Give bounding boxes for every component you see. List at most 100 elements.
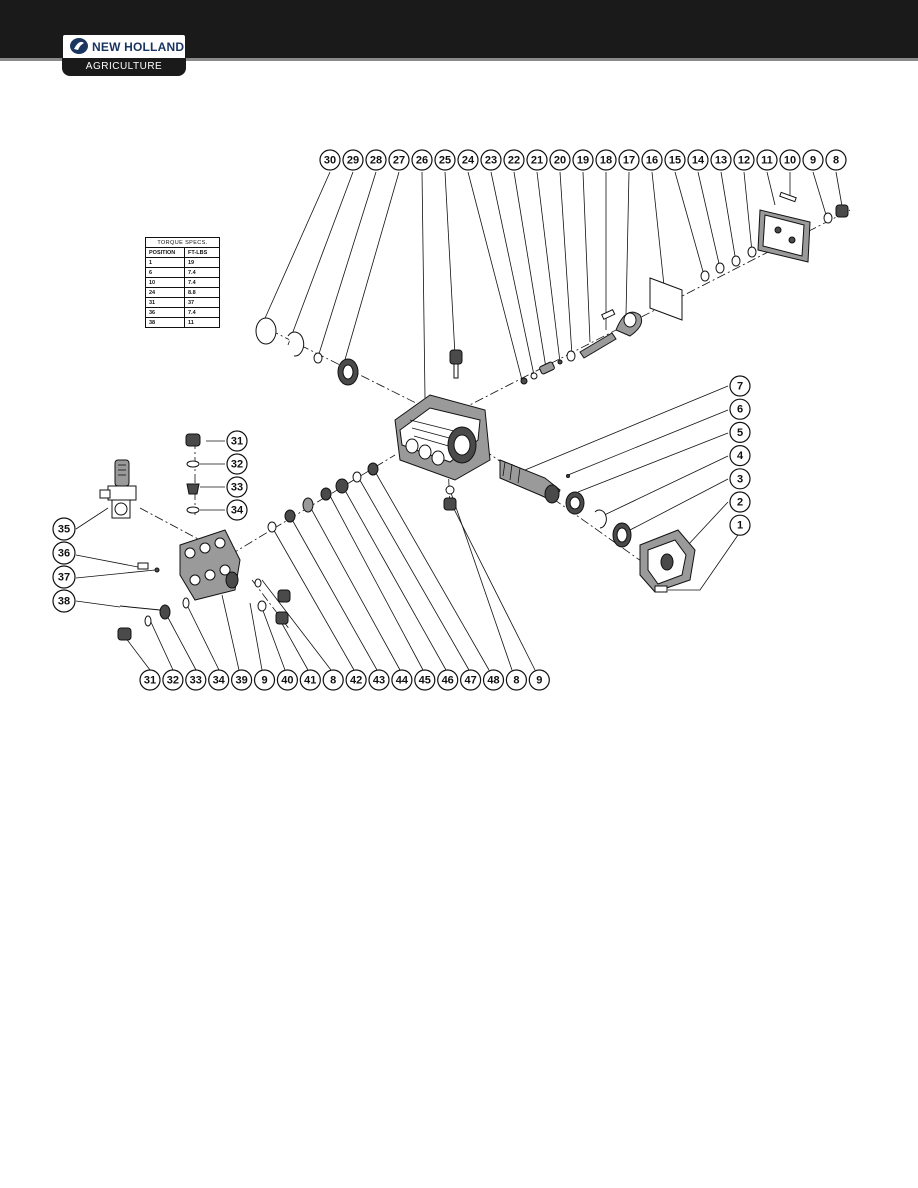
- callout-number: 46: [442, 675, 454, 687]
- callout-44: 44: [391, 669, 413, 691]
- callout-circle: [526, 149, 548, 171]
- callout-47: 47: [460, 669, 482, 691]
- callout-circle: [460, 669, 482, 691]
- callout-number: 47: [464, 675, 476, 687]
- callout-number: 12: [738, 155, 750, 167]
- callout-number: 20: [554, 155, 566, 167]
- callout-circle: [779, 149, 801, 171]
- callout-number: 4: [737, 450, 744, 462]
- torque-value-cell: 11: [184, 317, 220, 328]
- leader-lines: [75, 171, 843, 671]
- callout-number: 8: [330, 675, 336, 687]
- callout-35: 35: [52, 517, 76, 541]
- callout-circle: [139, 669, 161, 691]
- callout-circle: [185, 669, 207, 691]
- callout-15: 15: [664, 149, 686, 171]
- callout-48: 48: [482, 669, 505, 691]
- logo-bottom-panel: [62, 58, 186, 76]
- callout-4: 4: [729, 445, 751, 467]
- callout-circle: [641, 149, 663, 171]
- callout-circle: [618, 149, 640, 171]
- callout-19: 19: [572, 149, 594, 171]
- callout-number: 36: [58, 548, 70, 560]
- callout-circle: [368, 669, 390, 691]
- callout-circle: [687, 149, 709, 171]
- callout-number: 23: [485, 155, 497, 167]
- callout-17: 17: [618, 149, 640, 171]
- callout-26: 26: [411, 149, 433, 171]
- callout-circle: [414, 669, 436, 691]
- callout-circle: [162, 669, 184, 691]
- callout-30: 30: [319, 149, 341, 171]
- callout-40: 40: [276, 669, 298, 691]
- callout-42: 42: [345, 669, 367, 691]
- callout-circle: [231, 669, 253, 691]
- callout-2: 2: [729, 491, 751, 513]
- assembly-axes: [139, 209, 851, 631]
- callout-number: 9: [536, 675, 542, 687]
- callout-circle: [208, 669, 230, 691]
- callout-number: 31: [231, 436, 243, 448]
- callout-circle: [572, 149, 594, 171]
- callout-number: 17: [623, 155, 635, 167]
- callout-number: 25: [439, 155, 451, 167]
- callout-number: 24: [462, 155, 475, 167]
- callout-number: 9: [810, 155, 816, 167]
- callout-circle: [710, 149, 732, 171]
- callout-circle: [226, 453, 248, 475]
- callout-number: 21: [531, 155, 543, 167]
- callout-32: 32: [162, 669, 184, 691]
- callout-7: 7: [729, 375, 751, 397]
- callout-number: 13: [715, 155, 727, 167]
- callout-circle: [729, 375, 751, 397]
- callout-number: 33: [231, 482, 243, 494]
- callout-number: 37: [58, 572, 70, 584]
- callout-number: 44: [396, 675, 409, 687]
- callout-number: 10: [784, 155, 796, 167]
- callout-number: 16: [646, 155, 658, 167]
- callout-circle: [528, 669, 550, 691]
- callout-circle: [319, 149, 341, 171]
- callout-number: 45: [419, 675, 431, 687]
- callout-number: 7: [737, 381, 743, 393]
- callout-number: 8: [513, 675, 519, 687]
- callout-number: 42: [350, 675, 362, 687]
- callout-circle: [253, 669, 276, 691]
- leaf-emblem-icon: [70, 38, 88, 54]
- callout-circle: [457, 149, 479, 171]
- callout-number: 39: [235, 675, 247, 687]
- callout-14: 14: [687, 149, 709, 171]
- callout-31: 31: [139, 669, 161, 691]
- callout-circle: [756, 149, 778, 171]
- callout-circle: [322, 669, 344, 691]
- callout-circle: [729, 398, 751, 420]
- callout-circle: [226, 476, 248, 498]
- callout-13: 13: [710, 149, 732, 171]
- callout-circle: [729, 445, 751, 467]
- callout-circle: [503, 149, 525, 171]
- callout-number: 2: [737, 497, 743, 509]
- callout-5: 5: [729, 421, 751, 443]
- callout-circle: [733, 149, 755, 171]
- callout-28: 28: [365, 149, 387, 171]
- callout-number: 6: [737, 404, 743, 416]
- callout-46: 46: [437, 669, 459, 691]
- callout-circle: [391, 669, 413, 691]
- callout-number: 43: [373, 675, 385, 687]
- callout-number: 31: [144, 675, 156, 687]
- callout-43: 43: [368, 669, 390, 691]
- callout-circle: [482, 669, 505, 691]
- callout-34: 34: [226, 499, 248, 521]
- callout-number: 22: [508, 155, 520, 167]
- callout-circle: [299, 669, 321, 691]
- callout-circle: [388, 149, 410, 171]
- callout-16: 16: [641, 149, 663, 171]
- callout-circle: [226, 499, 248, 521]
- callout-number: 28: [370, 155, 382, 167]
- callout-number: 33: [190, 675, 202, 687]
- callout-10: 10: [779, 149, 801, 171]
- callout-number: 15: [669, 155, 681, 167]
- callout-circle: [342, 149, 364, 171]
- callout-circle: [345, 669, 367, 691]
